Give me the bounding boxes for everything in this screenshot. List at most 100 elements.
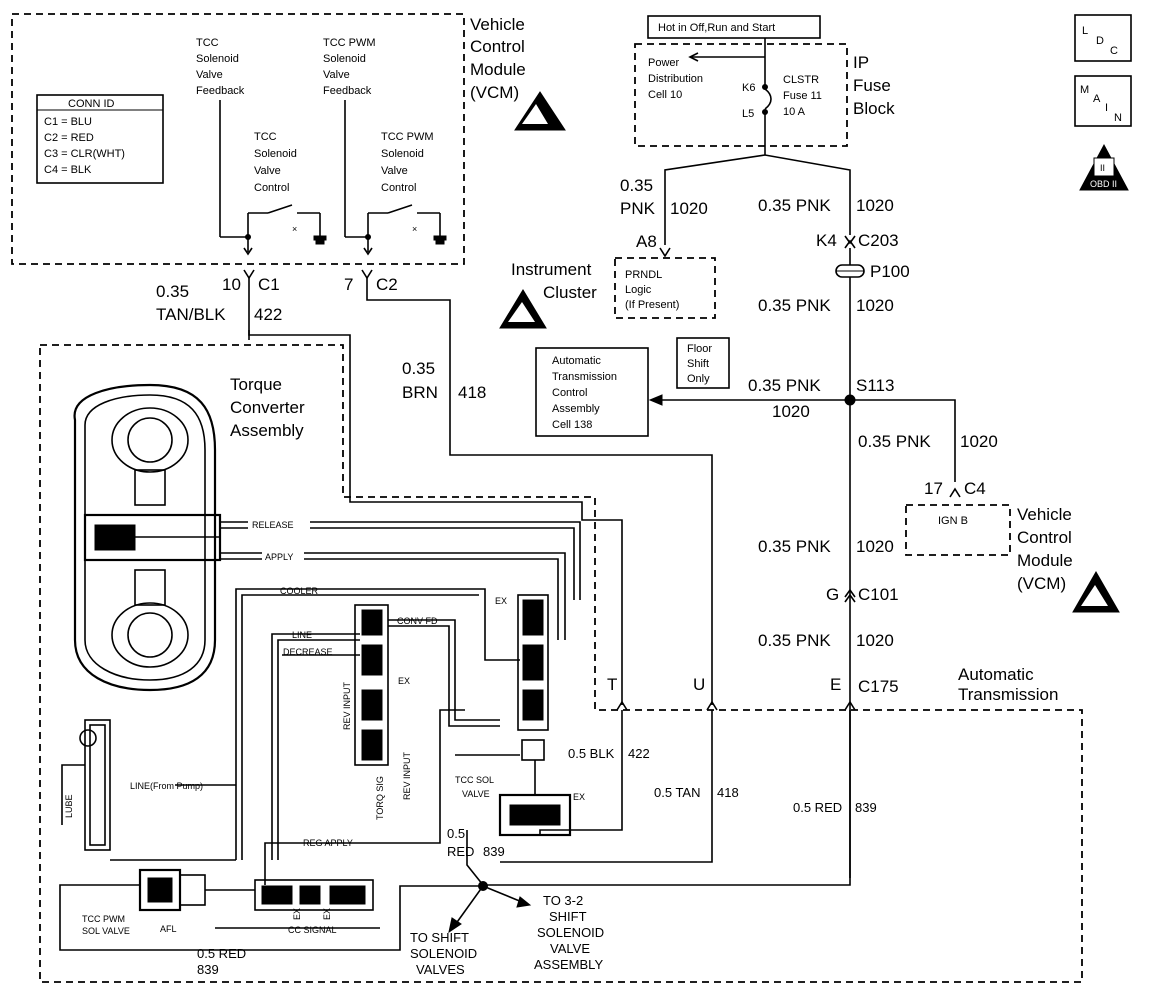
tcc-switch-circuit: × [219,100,327,256]
cluster-l1: Instrument [511,260,592,279]
torque-converter-label: Torque Converter Assembly [230,375,305,440]
tcc-pwm-feedback-label: TCC PWM Solenoid Valve Feedback [323,37,376,97]
ldc-icon: L D C [1074,14,1132,62]
tan418-num: 418 [717,785,739,800]
wire-418: 0.35 BRN 418 [366,278,713,705]
w1020rt-num: 1020 [856,196,894,215]
c175-label: C175 [858,677,899,696]
tcc-ctrl-l2: Solenoid [254,148,297,160]
t-pin: T [607,675,617,694]
c2-label: C2 [376,275,398,294]
ex-label-2: EX [398,676,410,686]
connector-p100: P100 [835,262,910,281]
red839-num: 839 [855,800,877,815]
atca-l3: Control [552,387,587,399]
tcc-fb-l2: Solenoid [196,53,239,65]
hydraulic-line-line: LINE DECREASE [271,630,360,860]
bottom-wire-label: 0.35 PNK [758,631,831,650]
pdc-l1: Power [648,57,680,69]
to-32-l1: TO 3-2 [543,893,583,908]
tcc-pwm-ctrl-l1: TCC PWM [381,131,434,143]
wire-422: 0.35 TAN/BLK 422 [156,282,623,705]
pdc-l2: Distribution [648,73,703,85]
tcc-ctrl-l4: Control [254,182,289,194]
svg-text:II: II [1100,163,1105,173]
torq-sig-label: TORQ SIG [375,776,385,820]
rev-input-2: REV INPUT [402,751,412,800]
afl-label: AFL [160,924,177,934]
to-32-l4: VALVE [550,941,590,956]
reg-apply-line: REG APPLY [264,709,465,885]
tcc-fb-l3: Valve [196,69,223,81]
wire-1020-left-labels: 0.35 PNK 1020 A8 [620,176,708,258]
vcm-top-title-line-4: (VCM) [470,83,519,102]
tan418-label: 0.5 TAN [654,785,700,800]
cooler-unit: LUBE [61,719,111,851]
c2-pin: 7 [344,275,353,294]
torque-converter [73,383,222,692]
to-shift-l2: SOLENOID [410,946,477,961]
line-from-pump: LINE(From Pump) [110,781,236,861]
c1-label: C1 [258,275,280,294]
ip-fuse-block-box [634,43,848,147]
atca-l1: Automatic [552,355,601,367]
ip-fuse-block-title: IP Fuse Block [853,53,895,118]
lower-num: 1020 [856,537,894,556]
vcm-r-l4: (VCM) [1017,574,1066,593]
pdc-label: Power Distribution Cell 10 [648,57,703,101]
tcc-pwm-ctrl-l3: Valve [381,165,408,177]
wire-red-839 [483,710,851,886]
c101-label: C101 [858,585,899,604]
reg-apply-label: REG APPLY [303,838,353,848]
tcc-valve-stack [517,594,549,761]
ipfb-l2: Fuse [853,76,891,95]
ex-label-5: EX [322,908,332,920]
ipfb-l3: Block [853,99,895,118]
w1020l-num: 1020 [670,199,708,218]
red839-mid: 0.5 RED 839 [59,826,532,951]
conv-fd-line: CONV FD [388,616,500,727]
red839m-color: RED [447,844,474,859]
s113-label: S113 [856,376,894,395]
floor-l2: Shift [687,358,709,370]
wire-1020-branch [850,399,956,482]
connector-c203: K4 C203 [816,231,899,250]
hydraulic-release-line: RELEASE [220,517,581,600]
instrument-cluster: PRNDL Logic (If Present) Instrument Clus… [511,257,716,319]
p100-label: P100 [870,262,910,281]
to-32-label: TO 3-2 SHIFT SOLENOID VALVE ASSEMBLY [534,893,604,972]
decrease-label: DECREASE [283,647,333,657]
red839m-num: 839 [483,844,505,859]
wire-1020-split [664,154,851,245]
cc-signal-label: CC SIGNAL [288,925,337,935]
esd-icon [514,91,566,131]
c4-label: C4 [964,479,986,498]
wire-1020-right-top-labels: 0.35 PNK 1020 [758,196,894,215]
to-32-l5: ASSEMBLY [534,957,603,972]
red839-label: 0.5 RED [793,800,842,815]
cluster-l2: Cluster [543,283,597,302]
red839b-num: 839 [197,962,219,977]
fuse-l2: Fuse 11 [783,90,822,102]
tcc-control-label: TCC Solenoid Valve Control [254,131,297,194]
main-i: I [1105,102,1108,114]
vcm-top-title-line-2: Control [470,37,525,56]
ldc-l: L [1082,25,1088,37]
hydraulic-cooler-line: COOLER EX [235,586,520,860]
release-label: RELEASE [252,520,294,530]
conv-fd-label: CONV FD [397,616,438,626]
ldc-d: D [1096,35,1104,47]
atca-l2: Transmission [552,371,617,383]
ex-label-1: EX [495,596,507,606]
main-a: A [1093,93,1101,105]
floor-l1: Floor [687,343,712,355]
k6-label: K6 [742,82,755,94]
connector-c4: 17 C4 [924,479,986,498]
pdc-l3: Cell 10 [648,89,682,101]
w1020rt-label: 0.35 PNK [758,196,831,215]
main-icon: M A I N [1074,75,1132,127]
transmission-title: Automatic Transmission [958,665,1058,704]
w1020l-gauge: 0.35 [620,176,653,195]
red839b-label: 0.5 RED [197,946,246,961]
